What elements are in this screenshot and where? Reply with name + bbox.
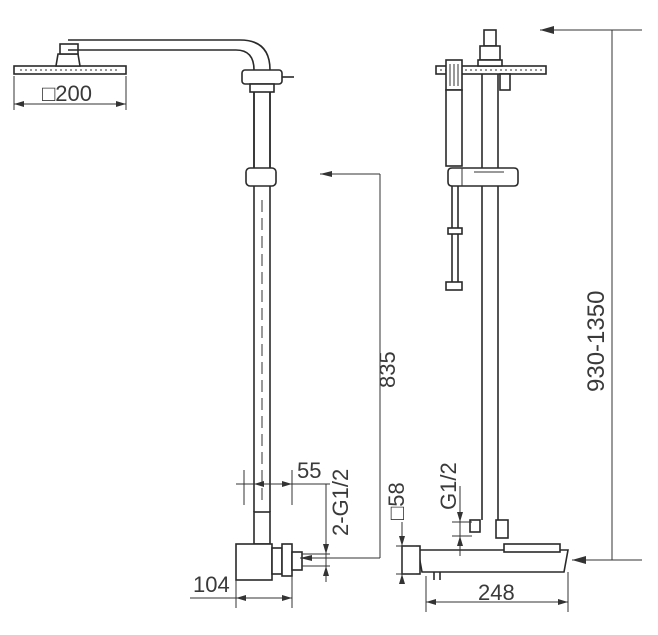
mixer-body-front <box>401 519 569 580</box>
front-view: G1/2 □58 248 930-1350 <box>384 26 642 612</box>
center-height-835-dimension <box>300 171 381 561</box>
outlet-thread-dimension <box>452 486 472 556</box>
wall-holder <box>499 73 511 91</box>
inlet-thread-pair-label: 2-G1/2 <box>328 469 353 536</box>
inlet-thread-dimension <box>323 484 329 582</box>
offset-55-label: 55 <box>297 458 321 483</box>
shower-arm <box>68 39 294 168</box>
width-248-dimension <box>425 572 569 612</box>
total-height-label: 930-1350 <box>583 291 610 392</box>
square-58-dimension <box>396 522 416 584</box>
mixer-body-side <box>235 511 330 581</box>
riser-pipe <box>245 92 277 512</box>
top-cap <box>479 29 501 61</box>
depth-104-label: 104 <box>193 572 230 597</box>
total-height-dimension <box>540 26 642 564</box>
depth-104-dimension <box>190 576 293 608</box>
outlet-thread-label: G1/2 <box>436 462 461 510</box>
square-58-label: □58 <box>384 482 409 520</box>
width-248-label: 248 <box>478 580 515 605</box>
hand-shower <box>445 59 463 291</box>
head-size-label: □200 <box>42 81 92 106</box>
head-width-dimension <box>13 76 127 110</box>
riser-pipe-front <box>481 74 499 520</box>
offset-55-dimension <box>236 470 330 505</box>
rain-shower-head <box>13 43 127 75</box>
slide-holder <box>447 167 519 187</box>
center-height-label: 835 <box>375 351 400 388</box>
side-view: □200 <box>13 39 400 608</box>
